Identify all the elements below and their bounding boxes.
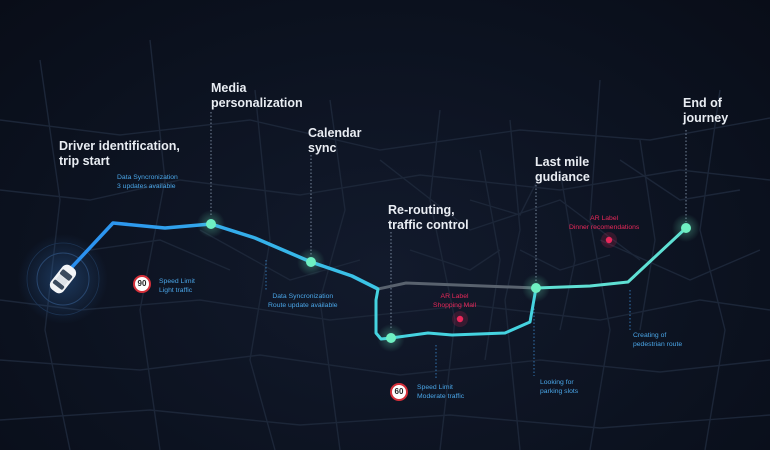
milestone-line: Calendar [308,126,362,140]
route-segment-gray [376,281,538,291]
node-last-mile[interactable] [522,274,550,302]
speed-limit-value: 90 [137,279,147,288]
street-network [0,39,770,450]
node-rerouting[interactable] [377,324,405,352]
node-media[interactable] [197,210,225,238]
note-line: 3 updates available [117,182,176,190]
route-nodes [197,210,700,352]
note-line: Creating of [633,332,667,339]
note-line: pedestrian route [633,340,683,348]
route-segment-teal-detour [374,286,538,341]
leader-lines [210,112,687,378]
note-line: Light traffic [159,286,193,294]
milestone-line: personalization [211,96,303,110]
note-ar-label-dinner: AR Label Dinner recomendations [569,215,639,232]
milestone-last-mile: Last mile gudiance [535,155,590,185]
node-calendar[interactable] [297,248,325,276]
note-parking: Looking for parking slots [540,379,578,396]
note-line: Data Syncronization [117,174,178,181]
note-line: AR Label [440,293,469,300]
note-data-sync-2: Data Syncronization Route update availab… [268,293,338,310]
note-line: Speed Limit [159,278,195,285]
milestone-end-of-journey: End of journey [683,96,728,126]
note-line: Dinner recomendations [569,223,640,231]
milestone-line: journey [683,111,729,125]
milestone-media-personalization: Media personalization [211,81,303,111]
note-speed-limit-2: Speed Limit Moderate traffic [417,384,464,401]
ar-marker-icon[interactable] [452,311,468,327]
note-line: Shopping Mall [433,301,477,309]
milestone-line: traffic control [388,218,469,232]
milestone-line: Media [211,81,247,95]
milestone-driver-identification: Driver identification, trip start [59,139,180,169]
milestone-rerouting: Re-routing, traffic control [388,203,469,233]
milestone-line: sync [308,141,337,155]
note-data-sync-1: Data Syncronization 3 updates available [117,174,178,191]
note-speed-limit-1: Speed Limit Light traffic [159,278,195,295]
route-segment-blue [70,221,380,291]
milestone-line: Driver identification, [59,139,180,153]
note-line: Moderate traffic [417,392,465,400]
milestone-calendar-sync: Calendar sync [308,126,362,156]
speed-limit-value: 60 [394,387,404,396]
note-line: parking slots [540,387,579,395]
milestone-line: Re-routing, [388,203,455,217]
milestone-line: End of [683,96,722,110]
route-segment-teal-end [534,226,688,290]
note-line: Route update available [268,301,338,309]
milestone-line: Last mile [535,155,590,169]
speed-limit-sign: 60 [390,383,408,401]
note-line: Looking for [540,379,574,386]
note-line: Data Syncronization [272,293,334,300]
speed-limit-sign: 90 [133,275,151,293]
milestone-line: trip start [59,154,110,168]
car-icon[interactable] [47,262,78,295]
node-end[interactable] [672,214,700,242]
milestone-line: gudiance [535,170,590,184]
ar-marker-icon[interactable] [601,232,617,248]
note-pedestrian-route: Creating of pedestrian route [633,332,682,349]
note-line: Speed Limit [417,384,453,391]
note-ar-label-shopping: AR Label Shopping Mall [433,293,476,310]
note-line: AR Label [590,215,619,222]
